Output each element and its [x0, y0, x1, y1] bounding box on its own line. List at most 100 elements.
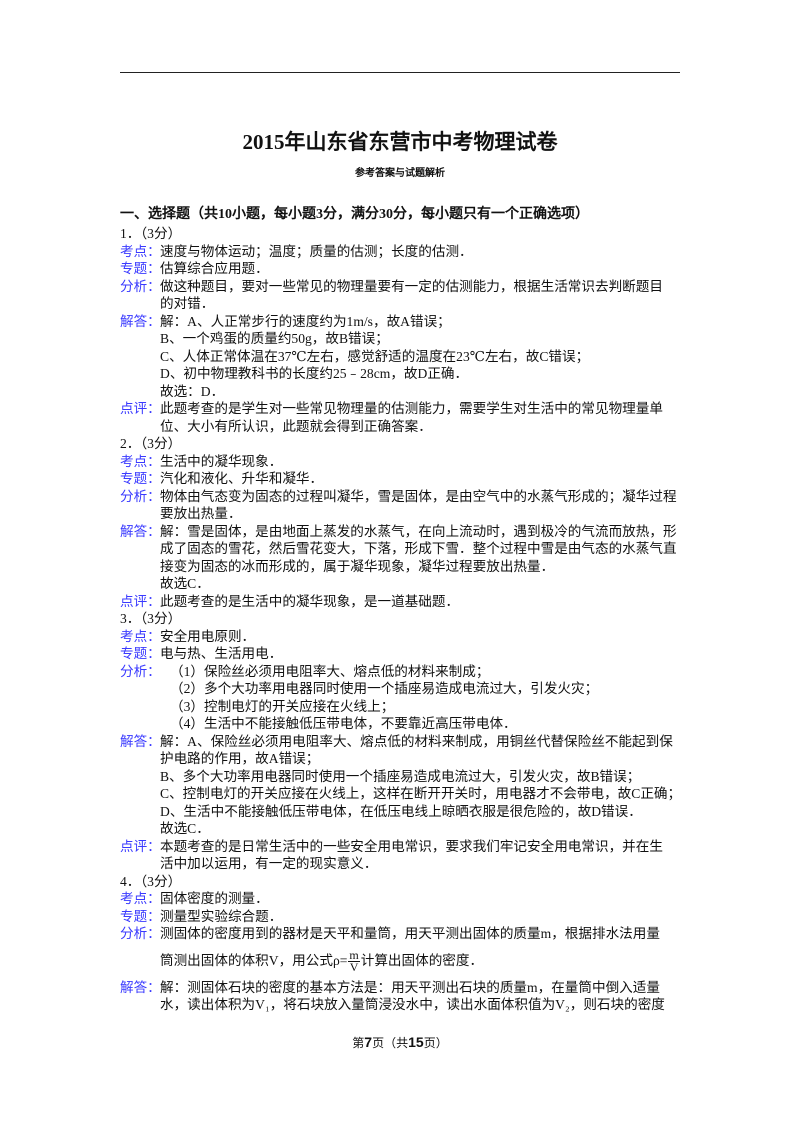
text-line: 速度与物体运动；温度；质量的估测；长度的估测． — [160, 243, 473, 259]
entry-content: 此题考查的是生活中的凝华现象，是一道基础题． — [160, 593, 690, 611]
text-line: C、人体正常体温在37℃左右，感觉舒适的温度在23℃左右，故C错误； — [160, 348, 590, 364]
entry-content: 估算综合应用题． — [160, 260, 690, 278]
text-line: 要放出热量． — [160, 506, 242, 521]
entry-row: 解答：解：A、人正常步行的速度约为1m/s，故A错误； B、一个鸡蛋的质量约50g… — [120, 313, 690, 401]
question-1: 1．（3分）考点：速度与物体运动；温度；质量的估测；长度的估测．专题：估算综合应… — [120, 225, 690, 435]
text-line: 此题考查的是生活中的凝华现象，是一道基础题． — [160, 593, 460, 609]
formula-before: 筒测出固体的体积V，用公式ρ= — [160, 952, 348, 968]
entry-row: 点评：此题考查的是学生对一些常见物理量的估测能力，需要学生对生活中的常见物理量单… — [120, 400, 690, 435]
entry-row: 点评：此题考查的是生活中的凝华现象，是一道基础题． — [120, 593, 690, 611]
entry-content: 物体由气态变为固态的过程叫凝华，雪是固体，是由空气中的水蒸气形成的；凝华过程要放… — [160, 488, 690, 523]
total-pages: 15 — [408, 1034, 424, 1050]
formula-after: 计算出固体的密度． — [360, 952, 484, 968]
text-line: 故选：D． — [160, 383, 225, 399]
entry-content: 电与热、生活用电． — [160, 645, 690, 663]
entry-row: 专题：电与热、生活用电． — [120, 645, 690, 663]
text-line: 故选C． — [160, 576, 210, 591]
text-line: 测量型实验综合题． — [160, 908, 283, 924]
entry-row: 解答：解：测固体石块的密度的基本方法是：用天平测出石块的质量m，在量筒中倒入适量… — [120, 979, 690, 1014]
question-3: 3．（3分）考点：安全用电原则．专题：电与热、生活用电．分析：（1）保险丝必须用… — [120, 610, 690, 873]
question-header: 2．（3分） — [120, 436, 182, 451]
entry-label: 考点： — [120, 453, 161, 469]
entry-label: 解答： — [120, 313, 161, 329]
entry-row: 考点：生活中的凝华现象． — [120, 453, 690, 471]
entry-label: 专题： — [120, 261, 161, 276]
entry-row: 分析： （1）保险丝必须用电阻率大、熔点低的材料来制成； （2）多个大功率用电器同时… — [120, 663, 690, 733]
page-subtitle: 参考答案与试题解析 — [355, 168, 445, 179]
entry-content: 安全用电原则． — [160, 628, 690, 646]
text-line: 测固体的密度用到的器材是天平和量筒，用天平测出固体的质量m，根据排水法用量 — [160, 926, 660, 941]
text-line: 汽化和液化、升华和凝华． — [160, 471, 324, 486]
text-line: （1）保险丝必须用电阻率大、熔点低的材料来制成； — [170, 663, 490, 679]
entry-row: 解答：解：A、保险丝必须用电阻率大、熔点低的材料来制成，用铜丝代替保险丝不能起到… — [120, 733, 690, 838]
question-header: 4．（3分） — [120, 873, 182, 889]
entry-content: 解：测固体石块的密度的基本方法是：用天平测出石块的质量m，在量筒中倒入适量水，读… — [160, 979, 690, 1014]
text-line: 生活中的凝华现象． — [160, 453, 283, 469]
entry-content: 生活中的凝华现象． — [160, 453, 690, 471]
page-footer: 第7页（共15页） — [0, 1034, 800, 1051]
text-line: 解：雪是固体，是由地面上蒸发的水蒸气，在向上流动时，遇到极冷的气流而放热，形 — [160, 523, 677, 539]
text-line: 活中加以运用，有一定的现实意义． — [160, 856, 378, 871]
entry-content: 测固体的密度用到的器材是天平和量筒，用天平测出固体的质量m，根据排水法用量筒测出… — [160, 925, 690, 979]
entry-row: 考点：速度与物体运动；温度；质量的估测；长度的估测． — [120, 243, 690, 261]
entry-content: 做这种题目，要对一些常见的物理量要有一定的估测能力，根据生活常识去判断题目的对错… — [160, 278, 690, 313]
text-line: 护电路的作用，故A错误； — [160, 751, 320, 766]
entry-label: 分析： — [120, 663, 161, 679]
header-rule — [120, 72, 680, 73]
text-line: （2）多个大功率用电器同时使用一个插座易造成电流过大，引发火灾； — [170, 681, 599, 696]
text-line: D、生活中不能接触低压带电体，在低压电线上晾晒衣服是很危险的，故D错误． — [160, 803, 642, 819]
fraction-denominator: V — [349, 959, 359, 974]
entry-label: 考点： — [120, 243, 161, 259]
text-line: 位、大小有所认识，此题就会得到正确答案． — [160, 418, 432, 434]
entry-row: 专题：估算综合应用题． — [120, 260, 690, 278]
entry-row: 分析：物体由气态变为固态的过程叫凝华，雪是固体，是由空气中的水蒸气形成的；凝华过… — [120, 488, 690, 523]
footer-text: 页（共 — [372, 1036, 409, 1050]
text-line: 物体由气态变为固态的过程叫凝华，雪是固体，是由空气中的水蒸气形成的；凝华过程 — [160, 488, 677, 504]
entry-label: 解答： — [120, 523, 161, 539]
entry-content: 汽化和液化、升华和凝华． — [160, 470, 690, 488]
answer-body: 1．（3分）考点：速度与物体运动；温度；质量的估测；长度的估测．专题：估算综合应… — [120, 225, 690, 1014]
entry-label: 考点： — [120, 891, 161, 906]
entry-content: 固体密度的测量． — [160, 890, 690, 908]
text-line: D、初中物理教科书的长度约25﹣28cm，故D正确． — [160, 366, 469, 381]
text-line: 此题考查的是学生对一些常见物理量的估测能力，需要学生对生活中的常见物理量单 — [160, 401, 663, 416]
text-line: C、控制电灯的开关应接在火线上，这样在断开开关时，用电器才不会带电，故C正确； — [160, 786, 682, 801]
text-line: 电与热、生活用电． — [160, 646, 283, 661]
entry-label: 点评： — [120, 401, 161, 416]
fraction-numerator: m — [348, 947, 360, 962]
entry-content: 测量型实验综合题． — [160, 908, 690, 926]
text-line: 估算综合应用题． — [160, 261, 269, 276]
text-line: 做这种题目，要对一些常见的物理量要有一定的估测能力，根据生活常识去判断题目 — [160, 278, 663, 294]
entry-row: 考点：安全用电原则． — [120, 628, 690, 646]
question-2: 2．（3分） 考点：生活中的凝华现象．专题：汽化和液化、升华和凝华．分析：物体由气… — [120, 435, 690, 610]
entry-label: 解答： — [120, 979, 161, 995]
text-line: 解：A、人正常步行的速度约为1m/s，故A错误； — [160, 313, 451, 329]
entry-content: 速度与物体运动；温度；质量的估测；长度的估测． — [160, 243, 690, 261]
entry-label: 分析： — [120, 278, 161, 294]
text-line: 接变为固态的冰而形成的，属于凝华现象，凝华过程要放出热量． — [160, 558, 555, 574]
footer-text: 第 — [352, 1036, 365, 1050]
question-4: 4．（3分） 考点：固体密度的测量． 专题：测量型实验综合题．分析：测固体的密度用到… — [120, 873, 690, 1014]
text-line: 成了固态的雪花，然后雪花变大，下落，形成下雪．整个过程中雪是由气态的水蒸气直 — [160, 541, 677, 556]
entry-content: 解：A、人正常步行的速度约为1m/s，故A错误； B、一个鸡蛋的质量约50g，故B… — [160, 313, 690, 401]
entry-content: （1）保险丝必须用电阻率大、熔点低的材料来制成； （2）多个大功率用电器同时使用一… — [160, 663, 690, 733]
section-heading: 一、选择题（共10小题，每小题3分，满分30分，每小题只有一个正确选项） — [120, 207, 589, 222]
text-line: 解：A、保险丝必须用电阻率大、熔点低的材料来制成，用铜丝代替保险丝不能起到保 — [160, 733, 673, 749]
entry-row: 专题：测量型实验综合题． — [120, 908, 690, 926]
footer-text: 页） — [423, 1036, 448, 1050]
entry-label: 分析： — [120, 926, 161, 941]
entry-label: 分析： — [120, 488, 161, 504]
entry-row: 专题：汽化和液化、升华和凝华． — [120, 470, 690, 488]
page-title: 2015年山东省东营市中考物理试卷 — [242, 130, 558, 154]
text-line: 水，读出体积为V₁，将石块放入量筒浸没水中，读出水面体积值为V₂，则石块的密度 — [160, 997, 665, 1012]
entry-content: 本题考查的是日常生活中的一些安全用电常识，要求我们牢记安全用电常识，并在生活中加… — [160, 838, 690, 873]
text-line: B、一个鸡蛋的质量约50g，故B错误； — [160, 331, 389, 346]
text-line: 安全用电原则． — [160, 628, 256, 644]
text-line: 的对错． — [160, 296, 215, 311]
entry-row: 分析：测固体的密度用到的器材是天平和量筒，用天平测出固体的质量m，根据排水法用量… — [120, 925, 690, 979]
entry-label: 点评： — [120, 593, 161, 609]
text-line: （4）生活中不能接触低压带电体，不要靠近高压带电体． — [170, 716, 517, 731]
text-line: 固体密度的测量． — [160, 891, 269, 906]
entry-label: 点评： — [120, 838, 161, 854]
text-line: 解：测固体石块的密度的基本方法是：用天平测出石块的质量m，在量筒中倒入适量 — [160, 979, 660, 995]
